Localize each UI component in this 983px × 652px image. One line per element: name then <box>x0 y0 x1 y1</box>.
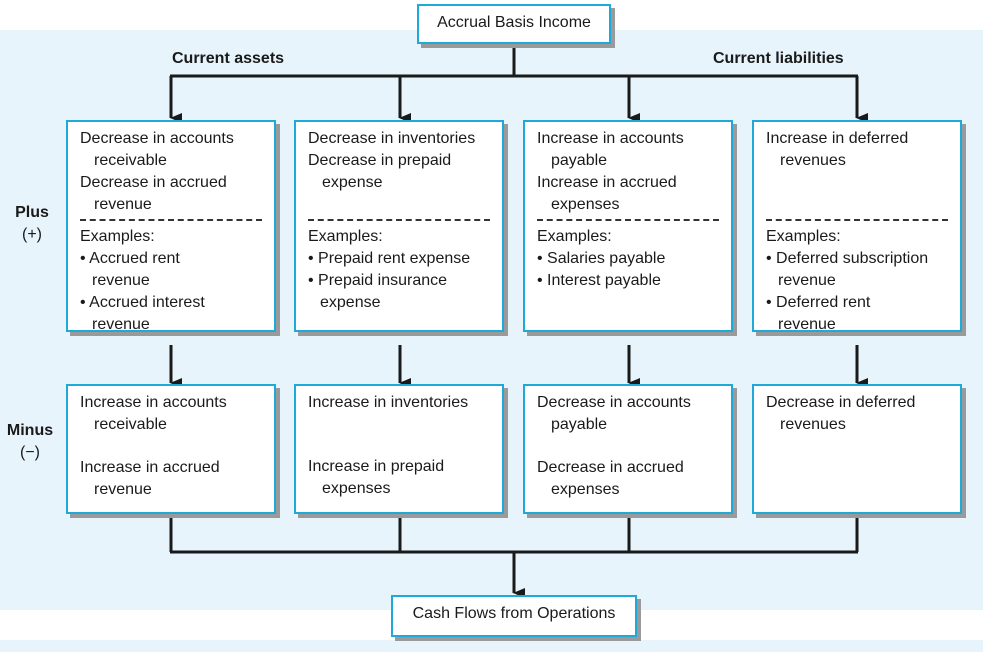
plus-2-example-2-cont: expense <box>320 294 381 311</box>
plus-4-line-1: Increase in deferred <box>766 130 909 147</box>
plus-4-line-2: revenues <box>780 152 846 169</box>
minus-4-a-2: revenues <box>780 416 846 433</box>
minus-3-b-2: expenses <box>551 481 620 498</box>
minus-box-accounts-payable: Decrease in accounts payable Decrease in… <box>523 384 733 514</box>
plus-sign: (+) <box>22 226 42 243</box>
plus-label: Plus (+) <box>8 202 56 246</box>
plus-4-example-2: • Deferred rent <box>766 294 871 311</box>
minus-3-b-1: Decrease in accrued <box>537 459 684 476</box>
minus-box-accounts-receivable: Increase in accounts receivable Increase… <box>66 384 276 514</box>
plus-2-line-3: expense <box>322 174 383 191</box>
minus-3-a-1: Decrease in accounts <box>537 394 691 411</box>
minus-2-b-2: expenses <box>322 480 391 497</box>
minus-1-a-1: Increase in accounts <box>80 394 227 411</box>
plus-3-line-4: expenses <box>551 196 620 213</box>
accrual-basis-income-box: Accrual Basis Income <box>417 4 611 44</box>
minus-box-inventories: Increase in inventories Increase in prep… <box>294 384 504 514</box>
plus-3-line-1: Increase in accounts <box>537 130 684 147</box>
plus-box-accounts-payable: Increase in accounts payable Increase in… <box>523 120 733 332</box>
plus-1-line-1: Decrease in accounts <box>80 130 234 147</box>
background-footer-strip <box>0 640 983 652</box>
dashed-divider <box>766 219 948 221</box>
plus-box-accounts-receivable: Decrease in accounts receivable Decrease… <box>66 120 276 333</box>
minus-box-deferred-revenues: Decrease in deferred revenues <box>752 384 962 514</box>
minus-sign: (−) <box>20 444 40 461</box>
plus-3-line-2: payable <box>551 152 608 169</box>
plus-2-line-1: Decrease in inventories <box>308 130 476 147</box>
plus-4-example-2-cont: revenue <box>778 316 836 333</box>
plus-1-example-2-cont: revenue <box>92 316 150 333</box>
minus-1-b-2: revenue <box>94 481 152 498</box>
plus-box-inventories: Decrease in inventories Decrease in prep… <box>294 120 504 332</box>
cash-flows-from-operations-label: Cash Flows from Operations <box>412 605 616 622</box>
plus-1-example-1-cont: revenue <box>92 272 150 289</box>
plus-1-example-1: • Accrued rent <box>80 250 180 267</box>
plus-4-example-1-cont: revenue <box>778 272 836 289</box>
minus-4-a-1: Decrease in deferred <box>766 394 916 411</box>
plus-3-example-2: • Interest payable <box>537 272 661 289</box>
plus-3-examples-label: Examples: <box>537 228 612 245</box>
current-assets-header: Current assets <box>172 50 285 67</box>
plus-text: Plus <box>15 204 49 221</box>
accrual-basis-income-label: Accrual Basis Income <box>437 14 591 31</box>
current-liabilities-header: Current liabilities <box>713 50 844 67</box>
minus-1-b-1: Increase in accrued <box>80 459 220 476</box>
dashed-divider <box>80 219 262 221</box>
plus-2-line-2: Decrease in prepaid <box>308 152 452 169</box>
plus-1-line-2: receivable <box>94 152 167 169</box>
plus-4-examples-label: Examples: <box>766 228 841 245</box>
plus-box-deferred-revenues: Increase in deferred revenues Examples: … <box>752 120 962 333</box>
dashed-divider <box>537 219 719 221</box>
plus-2-examples-label: Examples: <box>308 228 383 245</box>
plus-3-example-1: • Salaries payable <box>537 250 666 267</box>
minus-2-a-1: Increase in inventories <box>308 394 469 411</box>
plus-2-example-2: • Prepaid insurance <box>308 272 448 289</box>
minus-3-a-2: payable <box>551 416 608 433</box>
minus-text: Minus <box>6 422 54 439</box>
plus-3-line-3: Increase in accrued <box>537 174 677 191</box>
plus-4-example-1: • Deferred subscription <box>766 250 929 267</box>
minus-label: Minus (−) <box>0 420 60 464</box>
plus-1-examples-label: Examples: <box>80 228 155 245</box>
plus-1-line-4: revenue <box>94 196 152 213</box>
plus-1-line-3: Decrease in accrued <box>80 174 227 191</box>
minus-2-b-1: Increase in prepaid <box>308 458 445 475</box>
dashed-divider <box>308 219 490 221</box>
plus-2-example-1: • Prepaid rent expense <box>308 250 471 267</box>
plus-1-example-2: • Accrued interest <box>80 294 205 311</box>
cash-flows-from-operations-box: Cash Flows from Operations <box>391 595 637 637</box>
minus-1-a-2: receivable <box>94 416 167 433</box>
